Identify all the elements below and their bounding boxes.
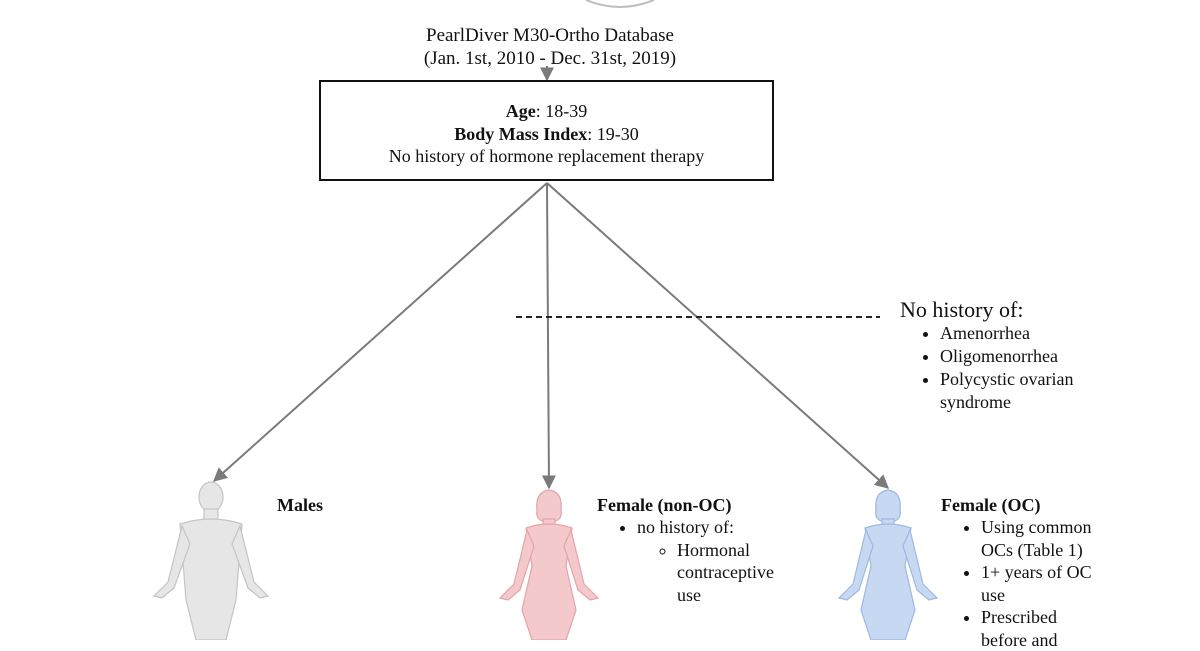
exclusion-heading: No history of: (900, 297, 1024, 322)
arrow-to-female-oc (546, 182, 890, 489)
bmi-value: : 19-30 (587, 123, 639, 144)
males-title: Males (277, 495, 323, 515)
arrow-to-female-non-oc (541, 182, 556, 490)
arrow-to-males (212, 182, 548, 482)
female-oc-list: Using common OCs (Table 1) 1+ years of O… (941, 516, 1107, 651)
female-non-oc-figure-icon (498, 489, 600, 640)
bmi-criterion: Body Mass Index: 19-30 (321, 123, 772, 146)
female-non-oc-group: Female (non-OC) no history of: Hormonal … (597, 494, 837, 606)
female-oc-title: Female (OC) (941, 495, 1041, 515)
male-figure-icon (152, 481, 270, 640)
female-non-oc-sublist: Hormonal contraceptive use (637, 539, 837, 607)
female-non-oc-item-text: no history of: (637, 517, 734, 537)
exclusion-list: Amenorrhea Oligomenorrhea Polycystic ova… (918, 322, 1140, 414)
database-name: PearlDiver M30-Ortho Database (426, 25, 674, 46)
bmi-label: Body Mass Index (454, 123, 588, 144)
female-non-oc-item: no history of: Hormonal contraceptive us… (637, 516, 837, 606)
exclusion-item: Amenorrhea (940, 322, 1140, 345)
inclusion-criteria-box: Age: 18-39 Body Mass Index: 19-30 No his… (319, 80, 774, 181)
female-non-oc-subitem: Hormonal contraceptive use (677, 539, 789, 607)
database-date-range: (Jan. 1st, 2010 - Dec. 31st, 2019) (423, 48, 677, 69)
exclusion-item: Oligomenorrhea (940, 345, 1140, 368)
female-oc-item: 1+ years of OC use (981, 561, 1107, 606)
female-non-oc-list: no history of: Hormonal contraceptive us… (597, 516, 837, 606)
female-oc-figure-icon (837, 489, 939, 640)
female-oc-group: Female (OC) Using common OCs (Table 1) 1… (941, 494, 1141, 651)
top-oval-fragment (585, 0, 655, 8)
female-oc-item: Using common OCs (Table 1) (981, 516, 1107, 561)
age-label: Age (505, 101, 536, 121)
age-criterion: Age: 18-39 (321, 100, 772, 123)
female-oc-item: Prescribed before and (981, 606, 1107, 651)
female-non-oc-title: Female (non-OC) (597, 495, 732, 515)
exclusion-item: Polycystic ovarian syndrome (940, 368, 1140, 414)
hormone-criterion: No history of hormone replacement therap… (388, 146, 705, 166)
age-value: : 18-39 (535, 101, 588, 121)
